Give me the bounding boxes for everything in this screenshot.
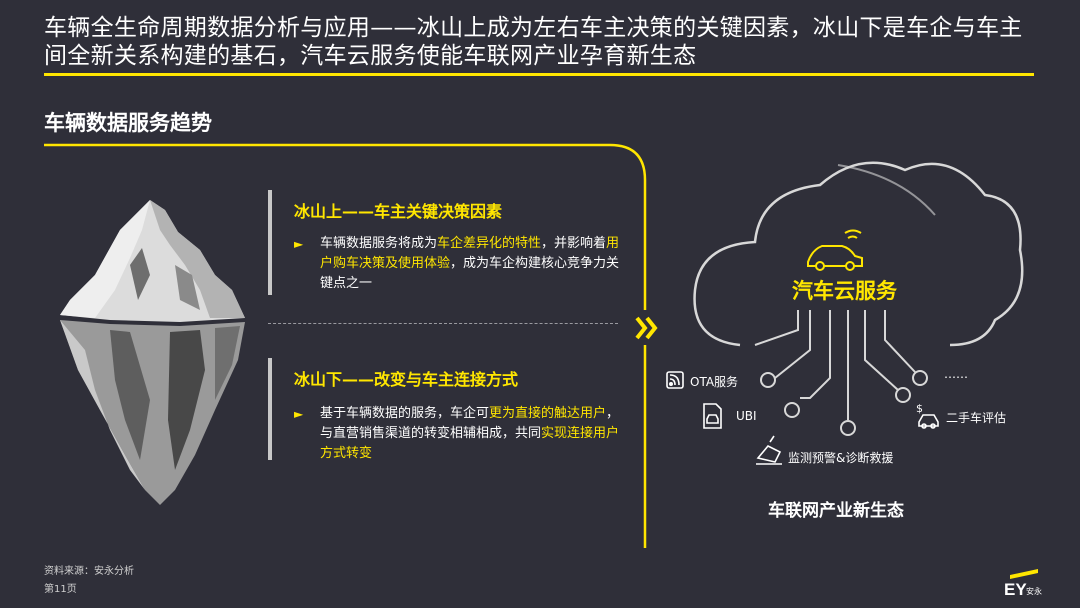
waterline-divider (268, 323, 618, 324)
below-highlight-1: 更为直接的触达用户 (489, 406, 607, 421)
service-ota: OTA服务 (690, 375, 739, 389)
service-used-car: 二手车评估 (946, 411, 1007, 425)
section-title: 车辆数据服务趋势 (44, 111, 212, 135)
bullet-icon: ► (294, 407, 304, 421)
above-water-heading: 冰山上——车主关键决策因素 (294, 202, 503, 221)
above-water-bar (268, 190, 272, 295)
title-underline (44, 73, 1034, 76)
above-highlight-1: 车企差异化的特性 (437, 236, 542, 251)
below-water-heading: 冰山下——改变与车主连接方式 (294, 370, 519, 389)
below-text-2: ，与直营销售渠道的转变相辅相成，共同 (320, 406, 620, 441)
ecosystem-label: 车联网产业新生态 (768, 501, 904, 521)
below-water-bar (268, 358, 272, 460)
page-title: 车辆全生命周期数据分析与应用——冰山上成为左右车主决策的关键因素，冰山下是车企与… (44, 15, 1023, 69)
logo-cn: 安永 (1026, 587, 1042, 596)
above-water-text: 车辆数据服务将成为车企差异化的特性，并影响着用户购车决策及使用体验，成为车企构建… (320, 234, 620, 294)
logo-beam (1010, 569, 1038, 579)
service-more: …… (944, 367, 968, 381)
above-text-3: ，成为车企构建核心竞争力关键点之一 (320, 256, 620, 291)
above-water-block: 冰山上——车主关键决策因素 ► 车辆数据服务将成为车企差异化的特性，并影响着用户… (268, 190, 628, 300)
cloud-title: 汽车云服务 (792, 279, 897, 303)
above-text-1: 车辆数据服务将成为 (320, 236, 438, 251)
below-water-block: 冰山下——改变与车主连接方式 ► 基于车辆数据的服务，车企可更为直接的触达用户，… (268, 358, 628, 468)
iceberg-top (60, 200, 245, 322)
page-number: 第11页 (44, 584, 77, 595)
service-ubi: UBI (736, 409, 757, 423)
below-water-text: 基于车辆数据的服务，车企可更为直接的触达用户，与直营销售渠道的转变相辅相成，共同… (320, 404, 620, 464)
iceberg-bottom (60, 320, 245, 505)
above-text-2: ，并影响着 (541, 236, 607, 251)
below-highlight-2: 实现连接用户方式转变 (320, 426, 620, 461)
service-monitoring: 监测预警&诊断救援 (788, 451, 894, 465)
below-text-1: 基于车辆数据的服务，车企可 (320, 406, 490, 421)
ey-logo: EY 安永 (1004, 568, 1044, 599)
above-highlight-2: 用户购车决策及使用体验 (320, 236, 620, 271)
bullet-icon: ► (294, 237, 304, 251)
source-note: 资料来源：安永分析 (44, 566, 134, 577)
logo-mark: EY (1004, 580, 1027, 599)
